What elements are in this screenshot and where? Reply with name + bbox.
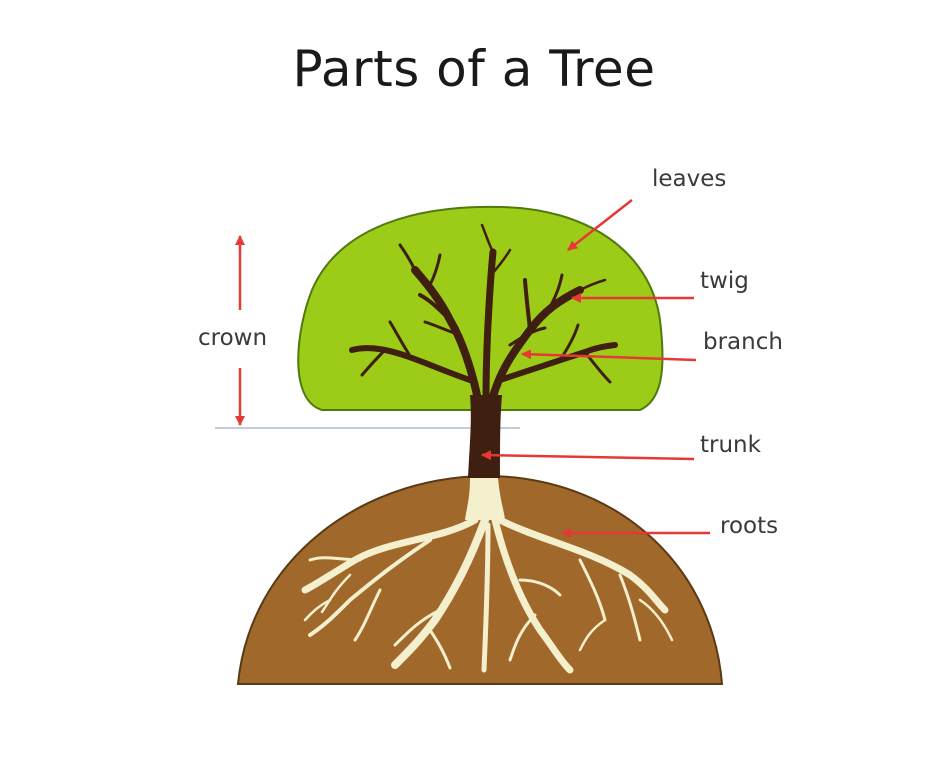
label-leaves: leaves <box>652 166 727 192</box>
label-crown: crown <box>198 325 268 351</box>
label-branch: branch <box>703 329 783 355</box>
diagram-title: Parts of a Tree <box>292 40 656 98</box>
label-roots: roots <box>720 513 779 539</box>
roots-illustration <box>301 478 674 674</box>
label-twig: twig <box>700 268 749 294</box>
arrow-branch <box>521 349 697 362</box>
label-trunk: trunk <box>700 432 761 458</box>
arrow-leaves <box>567 199 633 251</box>
arrow-trunk <box>481 450 695 461</box>
pointer-arrows <box>235 199 710 538</box>
